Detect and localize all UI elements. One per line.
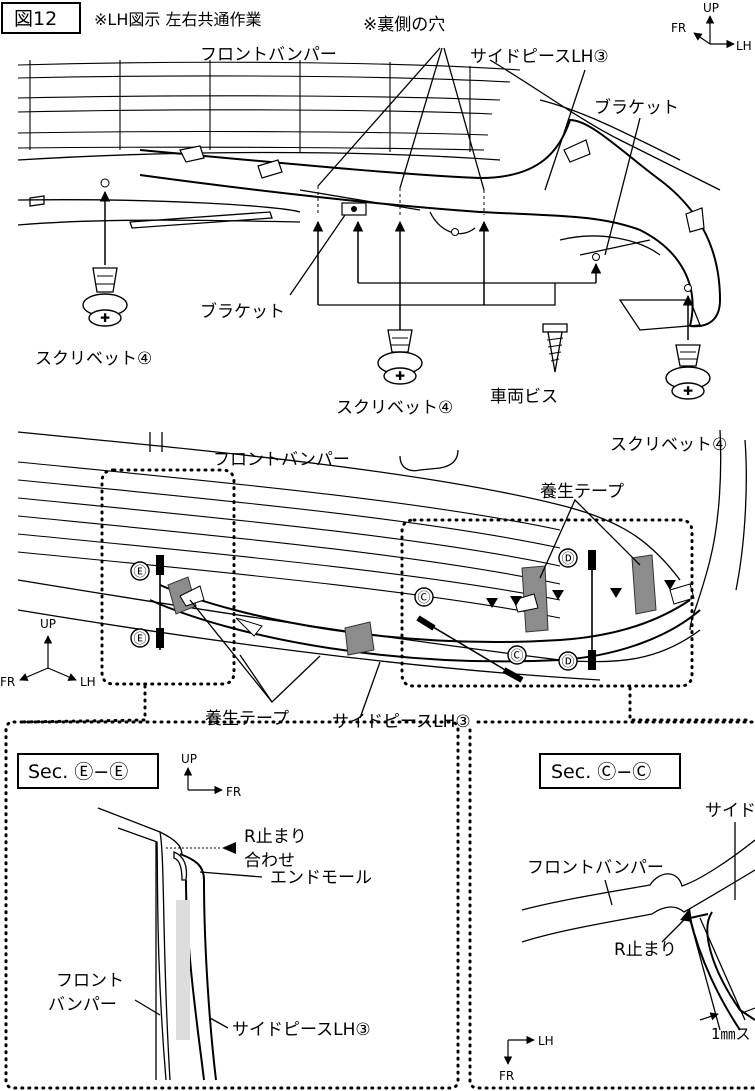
vehicle-screw-label: 車両ビス [490, 387, 558, 407]
top-axis-fr: FR [671, 21, 686, 35]
mid-tapes [167, 554, 695, 656]
end-mold-leader [199, 871, 263, 878]
mid-axis-indicator: UP LH FR [0, 617, 96, 689]
end-mold-label: エンドモール [270, 868, 372, 888]
section-c-border [468, 720, 755, 1090]
section-e-border [4, 720, 460, 1090]
r-stop-align-label-2: 合わせ [244, 851, 295, 871]
section-c-geometry [521, 839, 755, 1031]
section-e-title-box [17, 753, 159, 789]
bracket-right-leader [604, 117, 641, 256]
tape-bottom-label: 養生テープ [205, 709, 289, 729]
r-stop-align-label-1: R止まり [244, 827, 307, 847]
section-c-gap-label: 1㎜ス [711, 1025, 751, 1043]
top-axis-up: UP [703, 1, 719, 15]
tape-bottom-leaders [239, 654, 321, 704]
section-c-panel: Sec. Ⓒ−Ⓒ サイド フロントバンパー R止まり 1㎜ス LH FR [468, 720, 755, 1090]
detail-leader-c [628, 686, 752, 722]
top-clips [100, 139, 705, 292]
mark-e-bottom: Ⓔ [133, 632, 146, 647]
tape-top-label: 養生テープ [540, 482, 624, 502]
svg-text:✚: ✚ [395, 369, 405, 383]
section-c-bumper-leader [604, 879, 613, 906]
top-side-piece-label: サイドピースLH③ [470, 47, 609, 67]
figure-note: ※LH図示 左右共通作業 [94, 10, 261, 29]
section-c-r-stop-label: R止まり [614, 940, 677, 960]
svg-text:✚: ✚ [100, 311, 110, 325]
section-e-bumper-label-2: バンパー [48, 995, 117, 1015]
section-c-title-box [539, 753, 681, 789]
mid-axis-lh: LH [80, 675, 96, 689]
mid-side-piece-leader [359, 661, 381, 719]
back-hole-leaders [317, 47, 485, 215]
mark-d-top: Ⓓ [561, 552, 574, 567]
section-e-bumper-label-1: フロント [56, 971, 124, 991]
rivet-icon-left: ✚ [82, 267, 128, 327]
tape-bottom-leader-2 [189, 599, 273, 703]
mark-d-bottom: Ⓓ [561, 655, 574, 670]
section-e-panel: Sec. Ⓔ−Ⓔ UP FR R止まり 合わせ エンドモール フロント バンパー [4, 720, 460, 1090]
top-arrows [99, 190, 694, 340]
mid-arrowheads [486, 580, 676, 608]
figure-number-box [1, 2, 81, 34]
top-axis-lh: LH [736, 39, 752, 53]
top-view: ✚ ✚ ✚ ※裏側の穴 フロントバンパー サイドピースLH③ [17, 1, 752, 455]
section-marks: Ⓔ Ⓔ Ⓒ Ⓒ Ⓓ Ⓓ [130, 548, 578, 671]
mark-c-left: Ⓒ [417, 591, 430, 606]
bracket-center-leader [289, 214, 346, 296]
section-e-axis: UP FR [181, 752, 241, 799]
rivet-icon-center: ✚ [377, 329, 423, 385]
top-bracket-center-label: ブラケット [200, 301, 285, 322]
section-c-bumper-label: フロントバンパー [527, 858, 664, 878]
section-e-axis-up: UP [181, 752, 197, 766]
top-bracket-right-label: ブラケット [594, 97, 679, 118]
detail-box-c [400, 518, 694, 688]
tape-top-leaders [539, 498, 641, 579]
section-c-r-stop-leader [661, 919, 685, 943]
section-e-geometry [97, 807, 236, 1081]
section-c-title: Sec. Ⓒ−Ⓒ [551, 761, 651, 783]
figure-number: 図12 [14, 8, 57, 30]
rivet-icon-right: ✚ [665, 344, 711, 400]
rivet-left-label: スクリベット④ [35, 349, 152, 369]
detail-leader-e [18, 684, 147, 724]
section-e-side-piece-leader [209, 1017, 229, 1029]
section-c-side-label: サイド [705, 801, 755, 821]
mark-e-top: Ⓔ [133, 565, 146, 580]
section-e-axis-fr: FR [226, 785, 241, 799]
rivet-right-label: スクリベット④ [610, 435, 727, 455]
rivet-center-label: スクリベット④ [336, 398, 453, 418]
top-side-piece [139, 59, 722, 331]
mid-bumper-grille [17, 429, 747, 681]
section-e-side-piece-label: サイドピースLH③ [232, 1020, 371, 1040]
side-piece-leader [544, 69, 586, 191]
detail-box-e [100, 468, 236, 686]
section-c-axis-lh: LH [538, 1034, 554, 1048]
section-e-bumper-leader [134, 999, 161, 1016]
figure-header: 図12 ※LH図示 左右共通作業 [1, 2, 261, 34]
section-c-axis: LH FR [499, 1034, 554, 1083]
top-bumper-grille [17, 60, 521, 229]
top-axis-indicator: UP LH FR [671, 1, 752, 53]
section-c-axis-fr: FR [499, 1069, 514, 1083]
middle-view: Ⓔ Ⓔ Ⓒ Ⓒ Ⓓ Ⓓ フロントバンパー 養生テープ 養生テープ サイドピースL… [0, 429, 752, 732]
svg-text:✚: ✚ [683, 384, 693, 398]
back-hole-label: ※裏側の穴 [363, 14, 445, 35]
mark-c-right: Ⓒ [510, 649, 523, 664]
top-front-bumper-label: フロントバンパー [200, 45, 337, 65]
section-lines [156, 550, 596, 683]
mid-axis-fr: FR [0, 675, 15, 689]
section-e-title: Sec. Ⓔ−Ⓔ [28, 761, 128, 783]
screw-icon [542, 323, 568, 373]
mid-axis-up: UP [40, 617, 56, 631]
mid-front-bumper-label: フロントバンパー [213, 450, 350, 470]
